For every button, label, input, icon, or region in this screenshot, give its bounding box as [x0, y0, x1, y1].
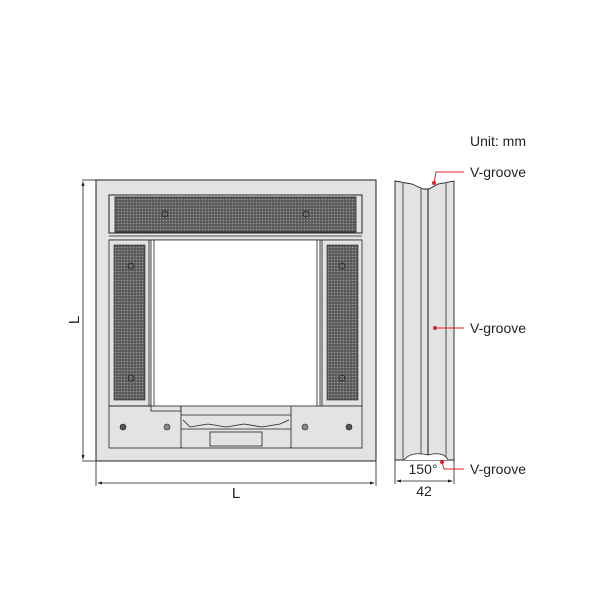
- vial-window: [209, 431, 263, 447]
- callout-side: V-groove: [433, 320, 526, 336]
- front-view: L L: [66, 179, 377, 502]
- callout-side-label: V-groove: [470, 320, 526, 336]
- callout-bottom-label: V-groove: [470, 461, 526, 477]
- vial-icon: [182, 419, 290, 428]
- screw-icon: [345, 423, 353, 431]
- right-grip-pad: [326, 244, 359, 401]
- unit-label: Unit: mm: [470, 133, 526, 149]
- screw-icon: [338, 374, 346, 382]
- screw-icon: [302, 210, 310, 218]
- callout-bottom: V-groove: [440, 460, 526, 477]
- angle-label: 150°: [409, 461, 438, 477]
- height-label: L: [66, 316, 83, 324]
- callout-top: V-groove: [432, 164, 526, 185]
- screw-icon: [127, 262, 135, 270]
- screw-icon: [301, 423, 309, 431]
- top-grip-pad: [114, 196, 357, 233]
- side-view: 150° 42 V-groove V-groove V-groove: [394, 164, 526, 499]
- side-width-label: 42: [416, 483, 432, 499]
- screw-icon: [163, 423, 171, 431]
- screw-icon: [119, 423, 127, 431]
- screw-icon: [338, 262, 346, 270]
- screw-icon: [161, 210, 169, 218]
- screw-icon: [127, 374, 135, 382]
- width-label: L: [232, 485, 240, 502]
- left-grip-pad: [113, 244, 146, 401]
- callout-top-label: V-groove: [470, 164, 526, 180]
